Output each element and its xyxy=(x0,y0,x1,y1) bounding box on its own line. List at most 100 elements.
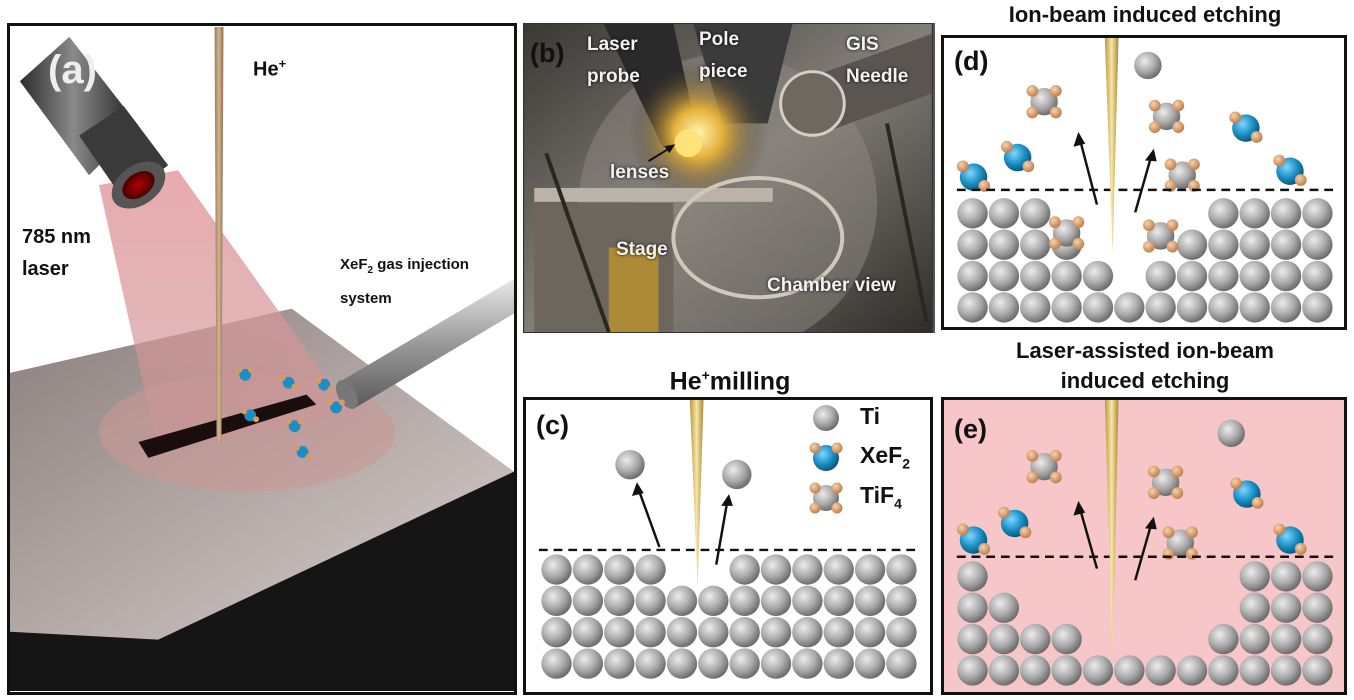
panel-e-title: Laser-assisted ion-beam induced etching xyxy=(1016,338,1274,393)
ti-atom xyxy=(1239,561,1270,592)
ti-atom xyxy=(729,585,760,617)
ti-atom xyxy=(1145,655,1176,686)
ti-atom xyxy=(957,198,988,229)
f-atom xyxy=(1072,216,1085,229)
tif4-molecule xyxy=(1048,216,1085,250)
ejection-arrow xyxy=(1079,509,1099,569)
ti-atom xyxy=(760,554,792,585)
ti-atom xyxy=(1030,87,1058,116)
ti-atom xyxy=(698,585,729,617)
ti-atom xyxy=(823,585,854,617)
ti-atom xyxy=(1208,260,1239,292)
stage-label: Stage xyxy=(616,239,668,260)
ti-atom xyxy=(1168,161,1196,189)
panel-e: (e) xyxy=(941,397,1347,695)
ti-atom xyxy=(635,648,666,679)
legend-ti-label: Ti xyxy=(860,403,881,429)
ti-atom xyxy=(1082,292,1114,323)
ti-atom xyxy=(1151,468,1180,497)
panel-a: (a) He+ 785 nm laser XeF2 gas injection … xyxy=(7,23,517,695)
ti-atom xyxy=(957,260,988,292)
xef2-molecules xyxy=(236,366,346,460)
ti-atom xyxy=(1020,229,1051,260)
f-atom xyxy=(1072,237,1085,250)
ion-tip xyxy=(1104,400,1119,657)
f-atom xyxy=(1172,99,1185,112)
ti-atom xyxy=(1270,655,1302,686)
f-atom xyxy=(1172,121,1185,134)
ti-atom xyxy=(1239,292,1270,323)
panel-a-illustration xyxy=(10,26,514,692)
ti-atom xyxy=(988,655,1020,686)
ti-atom xyxy=(1114,655,1145,686)
f-atom xyxy=(1143,240,1155,253)
panel-c-letter: (c) xyxy=(536,410,569,440)
ti-atom xyxy=(1302,198,1333,229)
ti-atom xyxy=(1134,51,1162,80)
ti-atom xyxy=(1217,419,1245,448)
ti-atom xyxy=(1166,529,1194,557)
ion-beam-label: He+ xyxy=(253,56,287,81)
ti-atom xyxy=(886,648,917,679)
f-atom xyxy=(1166,240,1179,253)
ti-atom xyxy=(604,585,635,617)
ti-atom xyxy=(572,554,604,585)
f-atom xyxy=(1049,106,1062,119)
sputtered-ti-atom xyxy=(615,449,645,480)
legend-ti-icon xyxy=(813,405,839,431)
ti-atom xyxy=(1208,229,1239,260)
ti-atom xyxy=(1020,198,1051,229)
f-atom xyxy=(1048,237,1061,250)
ejection-arrow xyxy=(637,489,661,548)
f-atom xyxy=(1147,465,1160,478)
f-atom xyxy=(1148,121,1161,134)
f-atom xyxy=(1049,85,1062,97)
ti-atom xyxy=(1114,292,1145,323)
ti-lattice xyxy=(957,198,1333,323)
ti-atom xyxy=(1176,260,1208,292)
ti-atom xyxy=(886,554,917,585)
legend-symbols xyxy=(809,405,843,514)
ti-atom xyxy=(1239,229,1270,260)
ti-atom xyxy=(1270,561,1302,592)
f-atom xyxy=(1048,216,1061,229)
xef2-molecule xyxy=(1273,154,1307,186)
legend-xef2-label: XeF2 xyxy=(860,442,910,472)
gas-molecules xyxy=(956,419,1307,560)
f-atom xyxy=(1143,219,1155,231)
f-atom xyxy=(998,506,1010,519)
ti-atom xyxy=(886,585,917,617)
ti-atom xyxy=(1082,260,1114,292)
laser-label: 785 nm laser xyxy=(22,226,91,280)
ti-atom xyxy=(1302,229,1333,260)
ti-atom xyxy=(1020,655,1051,686)
lenses-label: lenses xyxy=(610,162,670,183)
ejection-arrow xyxy=(715,502,729,565)
ti-atom xyxy=(698,617,729,648)
ti-atom xyxy=(1146,222,1175,250)
legend-tif4-label: TiF4 xyxy=(860,482,902,512)
panel-a-letter: (a) xyxy=(48,48,97,92)
f-atom xyxy=(1162,526,1175,539)
legend-tif4-icon xyxy=(809,482,843,514)
tif4-molecule xyxy=(1164,158,1200,192)
ti-atom xyxy=(1239,655,1270,686)
tif4-molecule xyxy=(1147,465,1184,499)
ti-atom xyxy=(1270,260,1302,292)
f-atom xyxy=(1230,477,1242,490)
ti-atom xyxy=(792,648,823,679)
ti-atom xyxy=(1052,219,1081,247)
ti-atom xyxy=(666,617,698,648)
ti-atom xyxy=(572,617,604,648)
ion-tip xyxy=(689,400,704,589)
ti-atom xyxy=(541,648,572,679)
laser-head xyxy=(19,36,169,209)
ti-atom xyxy=(604,554,635,585)
panel-d: (d) xyxy=(941,35,1347,330)
tif4-molecule xyxy=(1026,449,1062,484)
xef2-molecule xyxy=(1229,111,1263,143)
ti-atom xyxy=(1134,51,1162,80)
ti-atom xyxy=(729,648,760,679)
